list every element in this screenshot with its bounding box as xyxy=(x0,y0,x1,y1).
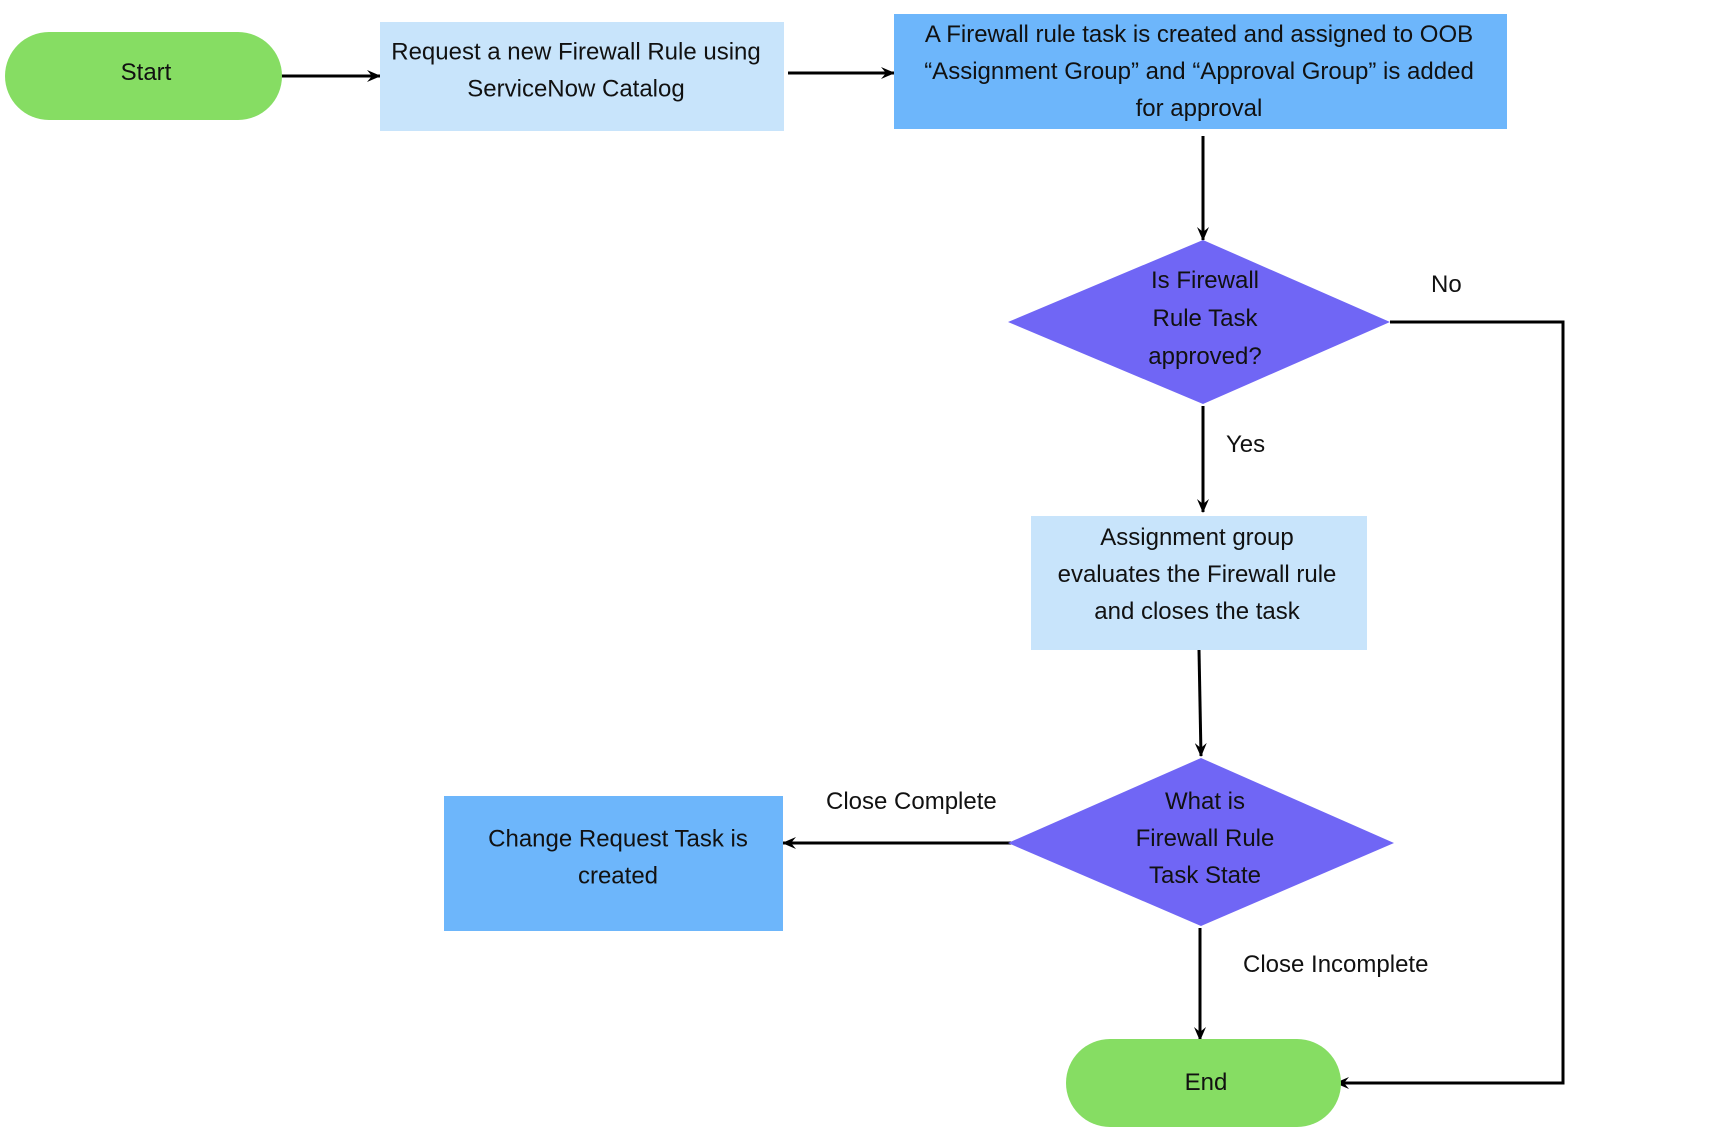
task-created-label: A Firewall rule task is created and assi… xyxy=(924,21,1474,122)
edge-label-close-complete: Close Complete xyxy=(826,788,997,815)
request-label-line: Request a new Firewall Rule using xyxy=(391,39,761,66)
change-request-label-line: created xyxy=(578,863,658,890)
start-label-line: Start xyxy=(121,59,172,86)
start-terminal xyxy=(5,32,282,120)
approved-decision-diamond xyxy=(1008,240,1390,404)
edge-labels: No Yes Close Complete Close Incomplete xyxy=(826,271,1462,978)
task-created-label-line: for approval xyxy=(1136,95,1263,122)
edge-label-yes: Yes xyxy=(1226,431,1265,458)
edge-label-close-incomplete: Close Incomplete xyxy=(1243,951,1428,978)
start-label: Start xyxy=(121,59,172,86)
nodes xyxy=(5,14,1507,1127)
change-request-label: Change Request Task is created xyxy=(488,826,748,890)
task-created-process-box xyxy=(894,14,1507,129)
approved-decision-label-line: Is Firewall xyxy=(1151,267,1259,294)
state-decision-diamond xyxy=(1008,758,1394,926)
end-label: End xyxy=(1185,1069,1228,1096)
edges xyxy=(281,67,1565,1089)
state-decision-label-line: Firewall Rule xyxy=(1136,825,1275,852)
approved-decision-label-line: approved? xyxy=(1148,343,1261,370)
change-request-process-box xyxy=(444,796,783,931)
approved-decision-label-line: Rule Task xyxy=(1153,305,1259,332)
state-decision-label-line: Task State xyxy=(1149,862,1261,889)
edge-evaluate-to-state-decision xyxy=(1194,649,1207,757)
task-created-label-line: A Firewall rule task is created and assi… xyxy=(925,21,1473,48)
evaluate-label-line: evaluates the Firewall rule xyxy=(1058,561,1337,588)
evaluate-label-line: and closes the task xyxy=(1094,598,1300,625)
evaluate-label: Assignment group evaluates the Firewall r… xyxy=(1058,524,1337,625)
edge-approved-decision-no-to-end xyxy=(1335,320,1565,1089)
task-created-label-line: “Assignment Group” and “Approval Group” … xyxy=(924,58,1474,85)
state-decision-label-line: What is xyxy=(1165,788,1245,815)
end-label-line: End xyxy=(1185,1069,1228,1096)
change-request-label-line: Change Request Task is xyxy=(488,826,748,853)
edge-label-no: No xyxy=(1431,271,1462,298)
request-label-line: ServiceNow Catalog xyxy=(467,76,684,103)
evaluate-process-box xyxy=(1031,516,1367,650)
evaluate-label-line: Assignment group xyxy=(1100,524,1293,551)
end-terminal xyxy=(1066,1039,1341,1127)
request-process-box xyxy=(380,22,784,131)
